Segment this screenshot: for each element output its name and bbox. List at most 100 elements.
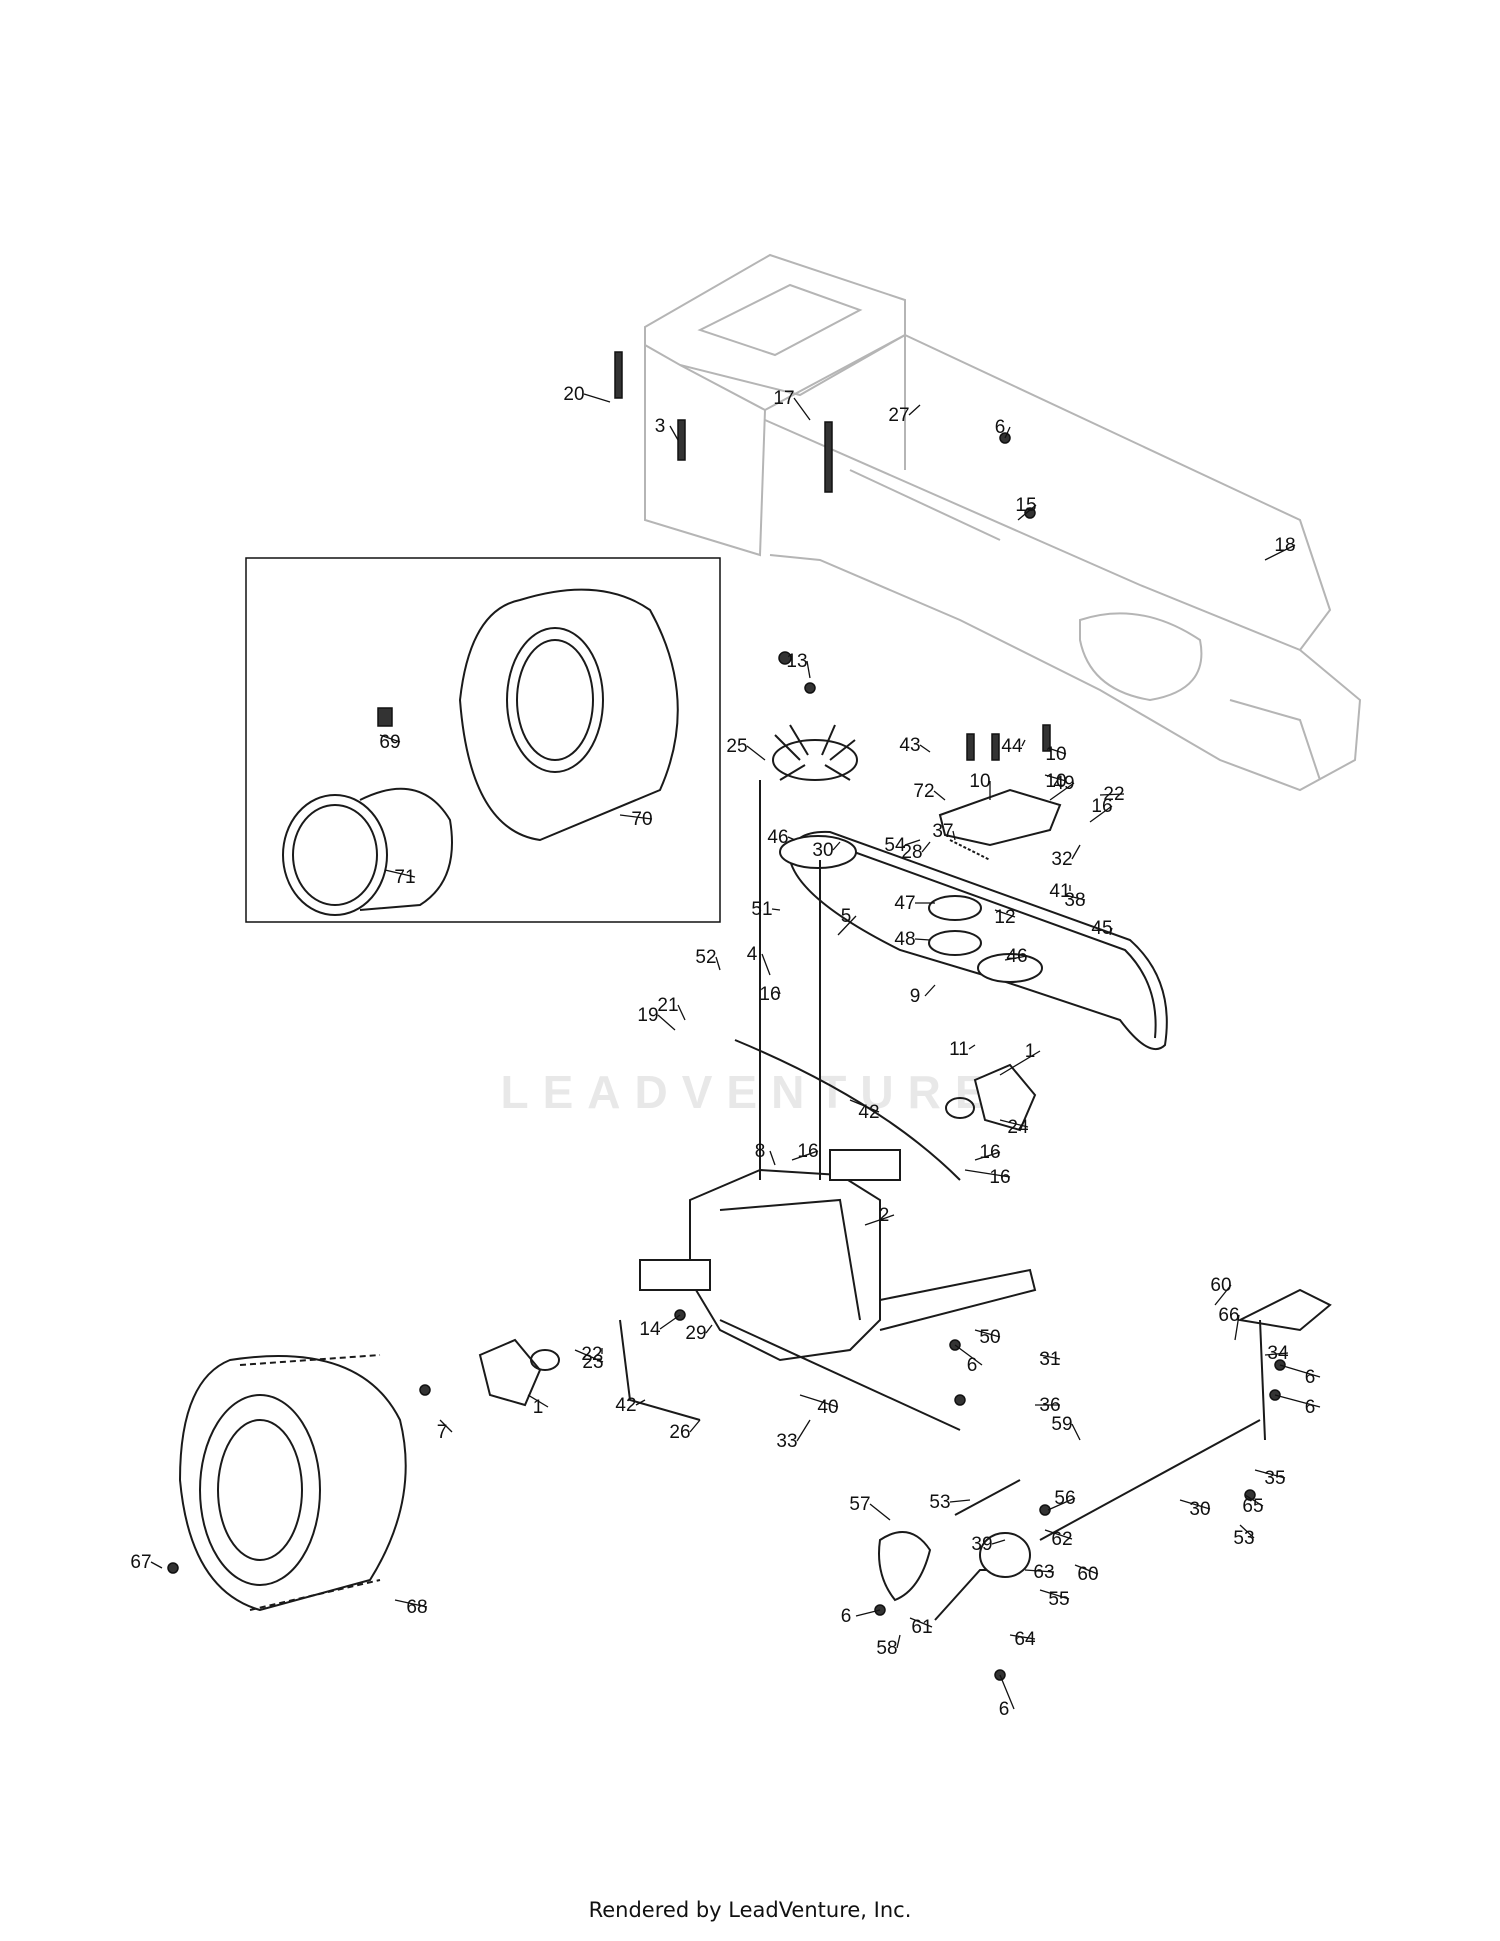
hub-right xyxy=(945,1063,1037,1132)
callout-leader xyxy=(439,1419,453,1433)
callout-leader xyxy=(1089,805,1113,823)
callout-leader xyxy=(669,425,679,441)
callout-label-43: 43 xyxy=(899,735,920,756)
callout-label-62: 62 xyxy=(1051,1529,1072,1550)
callout-label-10: 10 xyxy=(1045,744,1066,765)
inset-box xyxy=(245,557,721,923)
callout-label-2: 2 xyxy=(879,1205,890,1226)
callout-label-31: 31 xyxy=(1039,1349,1060,1370)
callout-label-65: 65 xyxy=(1242,1496,1263,1517)
bracket-48 xyxy=(879,1268,1037,1331)
callout-leader xyxy=(1254,1469,1286,1479)
callout-leader xyxy=(635,1399,646,1406)
callout-leader xyxy=(909,1617,933,1628)
rod-38 xyxy=(719,1319,961,1431)
callout-label-6: 6 xyxy=(967,1355,978,1376)
callout-label-13: 13 xyxy=(786,651,807,672)
callout-label-16: 16 xyxy=(1091,796,1112,817)
callout-leader xyxy=(1017,504,1037,521)
callout-leader xyxy=(999,1119,1029,1128)
callout-leader xyxy=(1099,793,1125,796)
idler-pulley-upper xyxy=(928,895,982,921)
callout-leader xyxy=(869,1503,891,1521)
callout-leader xyxy=(771,908,781,911)
callout-leader xyxy=(949,1499,971,1503)
callout-label-6: 6 xyxy=(1305,1397,1316,1418)
callout-leader xyxy=(1064,894,1086,901)
callout-leader xyxy=(974,1329,1001,1338)
callout-label-53: 53 xyxy=(929,1492,950,1513)
callout-label-50: 50 xyxy=(979,1327,1000,1348)
callout-label-26: 26 xyxy=(669,1422,690,1443)
callout-leader xyxy=(974,1151,1001,1161)
callout-label-48: 48 xyxy=(894,929,915,950)
engine-pulley xyxy=(779,835,857,869)
callout-label-46: 46 xyxy=(1006,946,1027,967)
callout-label-36: 36 xyxy=(1039,1395,1060,1416)
callout-leader xyxy=(896,1634,901,1649)
callout-leader xyxy=(1264,1352,1289,1356)
callout-leader xyxy=(619,814,653,820)
callout-label-21: 21 xyxy=(657,995,678,1016)
rear-tire xyxy=(178,1354,407,1612)
callout-leader xyxy=(999,1674,1015,1710)
callout-label-70: 70 xyxy=(631,809,652,830)
callout-leader xyxy=(746,745,766,761)
callout-label-38: 38 xyxy=(1064,890,1085,911)
callout-leader xyxy=(574,1349,604,1363)
callout-leader xyxy=(1004,955,1028,961)
callout-label-16: 16 xyxy=(979,1142,1000,1163)
callout-label-16: 16 xyxy=(797,1141,818,1162)
callout-label-25: 25 xyxy=(726,736,747,757)
callout-label-52: 52 xyxy=(695,947,716,968)
callout-leader xyxy=(1044,1529,1073,1540)
callout-leader xyxy=(849,1099,880,1113)
callout-label-6: 6 xyxy=(995,417,1006,438)
callout-label-67: 67 xyxy=(130,1552,151,1573)
callout-leader xyxy=(657,1014,676,1031)
footer-credit: Rendered by LeadVenture, Inc. xyxy=(588,1898,912,1922)
callout-leader xyxy=(1074,1564,1099,1575)
callout-label-46: 46 xyxy=(767,827,788,848)
callout-label-24: 24 xyxy=(1007,1117,1029,1138)
callout-leader xyxy=(1264,544,1296,561)
rear-tire-inset xyxy=(458,588,679,842)
callout-label-20: 20 xyxy=(563,384,584,405)
callout-leader xyxy=(1214,1284,1232,1306)
callout-label-18: 18 xyxy=(1274,535,1295,556)
callout-label-56: 56 xyxy=(1054,1488,1075,1509)
callout-leader xyxy=(150,1561,163,1569)
callout-leader xyxy=(796,1419,811,1442)
callout-leader xyxy=(1044,774,1067,782)
callout-leader xyxy=(1004,426,1011,439)
idler-bracket xyxy=(938,788,1062,847)
callout-leader xyxy=(583,393,611,403)
callout-label-7: 7 xyxy=(437,1422,448,1443)
callout-label-30: 30 xyxy=(812,840,833,861)
callout-label-14: 14 xyxy=(639,1319,661,1340)
callout-leader xyxy=(1021,739,1026,747)
pedal-shaft-assembly xyxy=(878,1288,1332,1621)
callout-leader xyxy=(1274,1394,1321,1408)
callout-label-19: 19 xyxy=(637,1005,658,1026)
watermark-text: LEADVENTURE xyxy=(500,1066,1000,1118)
callout-leader xyxy=(921,841,931,853)
callout-label-51: 51 xyxy=(751,899,772,920)
callout-leader xyxy=(994,909,1016,918)
callout-label-3: 3 xyxy=(655,416,666,437)
callout-leader xyxy=(384,869,416,878)
callout-leader xyxy=(1071,844,1081,860)
callout-label-9: 9 xyxy=(910,986,921,1007)
callout-leader xyxy=(715,956,721,971)
callout-leader xyxy=(761,953,771,976)
callout-leader xyxy=(793,397,811,421)
callout-leader xyxy=(968,1044,976,1050)
idler-spring xyxy=(949,839,991,861)
idler-pulley-lower xyxy=(928,930,982,956)
callout-label-60: 60 xyxy=(1210,1275,1231,1296)
callout-leader xyxy=(677,1004,686,1021)
callout-label-32: 32 xyxy=(1051,849,1072,870)
callout-leader xyxy=(379,734,401,743)
callout-leader xyxy=(1039,1354,1061,1360)
callout-label-58: 58 xyxy=(876,1638,897,1659)
